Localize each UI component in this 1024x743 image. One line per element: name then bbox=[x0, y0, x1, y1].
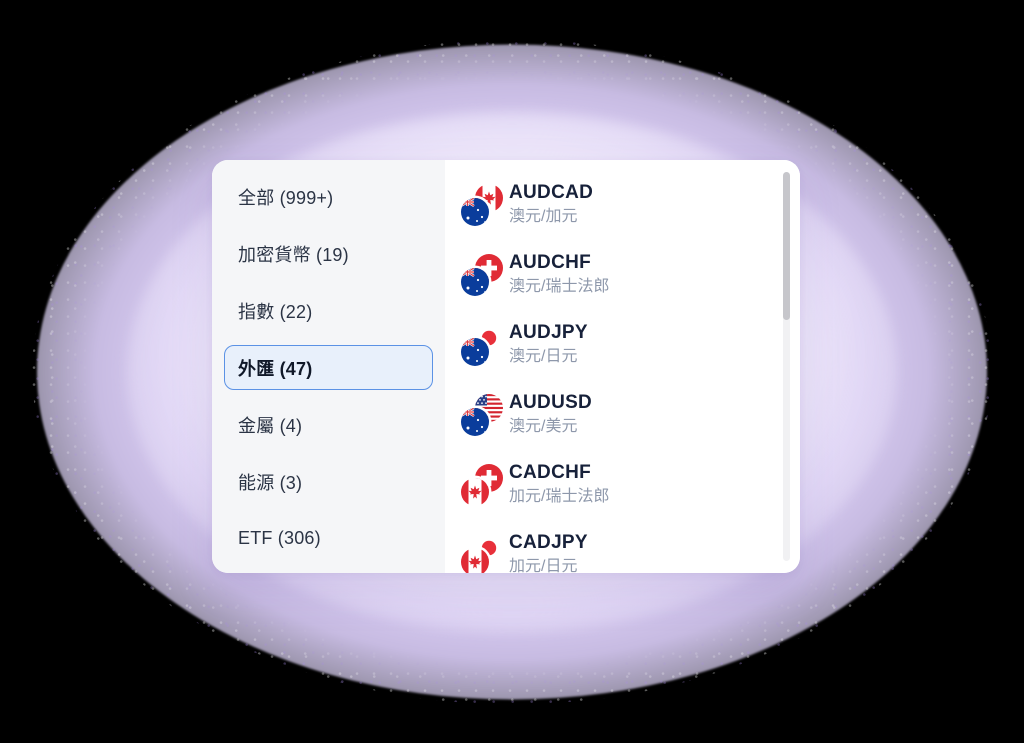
ca-flag-icon bbox=[461, 478, 489, 506]
symbol-localized-name: 加元/瑞士法郎 bbox=[509, 488, 610, 506]
sidebar-item-label: 能源 (3) bbox=[238, 472, 303, 493]
symbol-text-block: CADJPY 加元/日元 bbox=[509, 532, 588, 573]
symbol-picker-card: 全部 (999+) 加密貨幣 (19) 指數 (22) 外匯 (47) 金屬 (4) 能源… bbox=[212, 160, 800, 573]
symbol-row[interactable]: AUDCHF 澳元/瑞士法郎 bbox=[461, 240, 800, 310]
symbol-code: AUDUSD bbox=[509, 392, 593, 414]
au-flag-icon bbox=[461, 338, 489, 366]
symbol-localized-name: 澳元/日元 bbox=[509, 348, 578, 366]
ca-flag-icon bbox=[461, 548, 489, 573]
symbol-text-block: CADCHF 加元/瑞士法郎 bbox=[509, 462, 609, 507]
symbol-code: AUDJPY bbox=[509, 322, 588, 344]
sidebar-item-metals[interactable]: 金屬 (4) bbox=[224, 402, 433, 447]
symbol-row[interactable]: AUDCAD 澳元/加元 bbox=[461, 170, 800, 240]
symbol-list-scrollbar-track[interactable] bbox=[783, 172, 790, 561]
sidebar-item-etf[interactable]: ETF (306) bbox=[224, 516, 433, 561]
currency-pair-flags bbox=[461, 254, 503, 296]
symbol-localized-name: 加元/日元 bbox=[509, 558, 578, 573]
symbol-row[interactable]: CADCHF 加元/瑞士法郎 bbox=[461, 450, 800, 520]
sidebar-item-label: 外匯 (47) bbox=[238, 358, 313, 379]
symbol-code: CADCHF bbox=[509, 462, 592, 484]
sidebar-item-all[interactable]: 全部 (999+) bbox=[224, 174, 433, 219]
currency-pair-flags bbox=[461, 464, 503, 506]
symbol-text-block: AUDJPY 澳元/日元 bbox=[509, 322, 588, 367]
symbol-text-block: AUDCHF 澳元/瑞士法郎 bbox=[509, 252, 609, 297]
symbol-list-scrollbar-thumb[interactable] bbox=[783, 172, 790, 320]
symbol-localized-name: 澳元/加元 bbox=[509, 208, 578, 226]
currency-pair-flags bbox=[461, 394, 503, 436]
sidebar-item-crypto[interactable]: 加密貨幣 (19) bbox=[224, 231, 433, 276]
symbol-row[interactable]: AUDUSD 澳元/美元 bbox=[461, 380, 800, 450]
symbol-code: CADJPY bbox=[509, 532, 588, 554]
symbol-list: AUDCAD 澳元/加元 AUDCHF 澳元/瑞士法郎 AUDJPY 澳元/日元 AUDUS… bbox=[445, 170, 800, 573]
au-flag-icon bbox=[461, 268, 489, 296]
symbol-text-block: AUDUSD 澳元/美元 bbox=[509, 392, 592, 437]
currency-pair-flags bbox=[461, 184, 503, 226]
symbol-text-block: AUDCAD 澳元/加元 bbox=[509, 182, 593, 227]
au-flag-icon bbox=[461, 198, 489, 226]
currency-pair-flags bbox=[461, 324, 503, 366]
sidebar-item-energy[interactable]: 能源 (3) bbox=[224, 459, 433, 504]
currency-pair-flags bbox=[461, 534, 503, 573]
sidebar-item-label: ETF (306) bbox=[238, 528, 321, 548]
sidebar-item-label: 加密貨幣 (19) bbox=[238, 244, 349, 265]
symbol-list-panel: AUDCAD 澳元/加元 AUDCHF 澳元/瑞士法郎 AUDJPY 澳元/日元 AUDUS… bbox=[445, 160, 800, 573]
sidebar-item-label: 金屬 (4) bbox=[238, 415, 303, 436]
sidebar-item-forex[interactable]: 外匯 (47) bbox=[224, 345, 433, 390]
symbol-code: AUDCAD bbox=[509, 182, 594, 204]
sidebar-item-label: 指數 (22) bbox=[238, 301, 313, 322]
sidebar-item-indices[interactable]: 指數 (22) bbox=[224, 288, 433, 333]
sidebar-item-label: 全部 (999+) bbox=[238, 187, 334, 208]
symbol-localized-name: 澳元/瑞士法郎 bbox=[509, 278, 610, 296]
symbol-row[interactable]: CADJPY 加元/日元 bbox=[461, 520, 800, 573]
symbol-code: AUDCHF bbox=[509, 252, 592, 274]
symbol-localized-name: 澳元/美元 bbox=[509, 418, 578, 436]
category-sidebar: 全部 (999+) 加密貨幣 (19) 指數 (22) 外匯 (47) 金屬 (4) 能源… bbox=[212, 160, 445, 573]
au-flag-icon bbox=[461, 408, 489, 436]
symbol-row[interactable]: AUDJPY 澳元/日元 bbox=[461, 310, 800, 380]
